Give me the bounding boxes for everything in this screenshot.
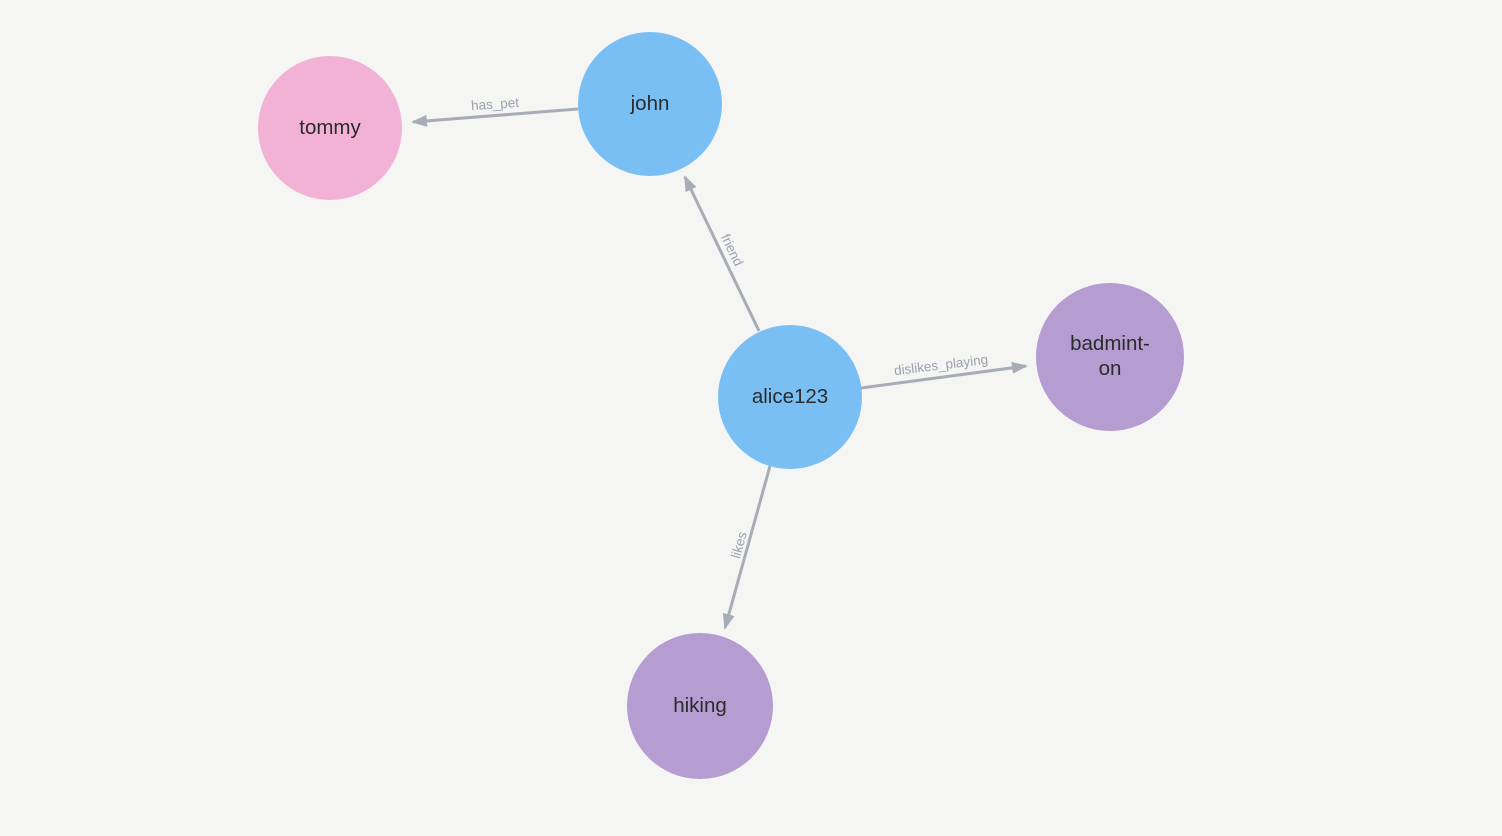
node-caption-badminton-line2: on (1098, 357, 1122, 380)
edge-dislikes-playing[interactable] (860, 361, 1028, 390)
node-badminton[interactable]: badmint- on (1036, 283, 1184, 431)
edge-friend[interactable] (683, 175, 761, 332)
node-caption-hiking: hiking (673, 693, 727, 717)
node-caption-tommy: tommy (299, 115, 361, 139)
node-caption-alice123: alice123 (751, 384, 829, 408)
edge-likes[interactable] (722, 465, 772, 630)
node-hiking[interactable]: hiking (627, 633, 773, 779)
node-tommy[interactable]: tommy (258, 56, 402, 200)
node-caption-john: john (630, 91, 670, 115)
node-alice123[interactable]: alice123 (718, 325, 862, 469)
node-caption-badminton-line1: badmint- (1070, 332, 1150, 356)
node-caption-badminton: badmint- on (1070, 332, 1150, 381)
node-john[interactable]: john (578, 32, 722, 176)
edge-has-pet[interactable] (411, 107, 579, 127)
